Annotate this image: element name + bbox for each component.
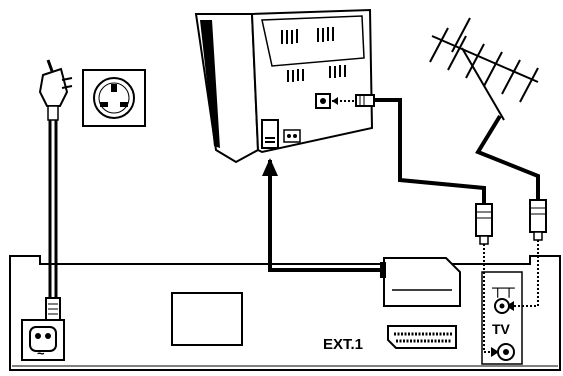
ext1-scart-socket [387, 325, 457, 349]
aerial-in-jack: ┬┬ [491, 280, 515, 314]
rf-cable-to-tv [373, 98, 486, 204]
mains-plug [38, 59, 73, 121]
tv-output-jack [497, 343, 515, 361]
mains-inlet: ~ [21, 319, 65, 361]
mains-symbol: ~ [37, 346, 45, 361]
mains-cable [45, 120, 61, 321]
aerial-cable [475, 114, 540, 200]
tv-scart-socket [261, 119, 279, 149]
rf-plug-left [475, 203, 493, 245]
television [194, 8, 374, 164]
scart-plug [380, 257, 461, 307]
vcr-rear-panel [9, 255, 561, 371]
dotted-connections [483, 240, 539, 353]
panel-blank-area [171, 292, 243, 346]
tv-vents [281, 27, 346, 82]
tv-rf-plug [332, 94, 375, 107]
rf-plug-right [529, 199, 547, 241]
svg-text:┬┬: ┬┬ [491, 280, 515, 299]
tv-output-label: TV [492, 321, 511, 337]
wall-socket [82, 69, 146, 127]
ext1-label: EXT.1 [323, 336, 363, 353]
aerial [429, 17, 539, 121]
scart-arrowhead [262, 158, 278, 176]
scart-cable [268, 160, 382, 272]
